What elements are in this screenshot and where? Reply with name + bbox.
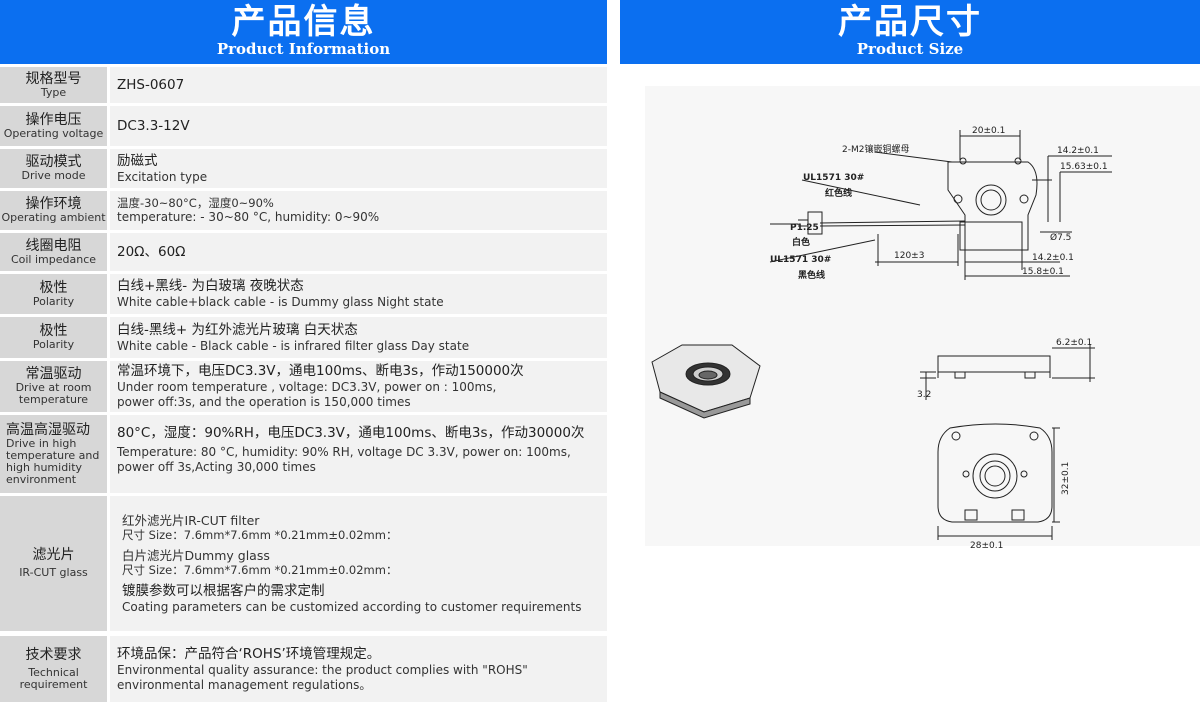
spec-label: 操作电压 Operating voltage xyxy=(0,106,107,146)
dim-3-2: 3.2 xyxy=(917,390,931,400)
product-size-banner: 产品尺寸 Product Size xyxy=(620,0,1200,64)
spec-label: 常温驱动 Drive at room temperature xyxy=(0,361,107,412)
spec-value: 励磁式 Excitation type xyxy=(110,149,607,188)
spec-row-operating-ambient: 操作环境 Operating ambient 温度-30~80°C，湿度0~90… xyxy=(0,191,607,230)
spec-label: 驱动模式 Drive mode xyxy=(0,149,107,188)
dim-32: 32±0.1 xyxy=(1061,462,1071,495)
spec-value: 20Ω、60Ω xyxy=(110,233,607,271)
label-p125: P1.25 xyxy=(790,223,819,233)
spec-label: 滤光片 IR-CUT glass xyxy=(0,496,107,631)
spec-value: 红外滤光片IR-CUT filter 尺寸 Size：7.6mm*7.6mm *… xyxy=(110,496,607,631)
banner-title-en: Product Size xyxy=(856,40,964,58)
dim-14-2-bottom: 14.2±0.1 xyxy=(1032,253,1074,263)
dim-14-2-top: 14.2±0.1 xyxy=(1057,146,1099,156)
spec-value: 常温环境下，电压DC3.3V，通电100ms、断电3s，作动150000次 Un… xyxy=(110,361,607,412)
spec-value: 温度-30~80°C，湿度0~90% temperature: - 30~80 … xyxy=(110,191,607,230)
dim-d7-5: Ø7.5 xyxy=(1050,232,1071,243)
side-view-drawing xyxy=(920,344,1095,400)
label-nut: 2-M2镶嵌铜螺母 xyxy=(842,143,909,155)
bottom-view-drawing xyxy=(937,423,1060,540)
label-black: 黑色线 xyxy=(798,269,825,281)
spec-value: 环境品保：产品符合‘ROHS’环境管理规定。 Environmental qua… xyxy=(110,636,607,702)
dim-20: 20±0.1 xyxy=(972,126,1005,136)
spec-label: 极性 Polarity xyxy=(0,274,107,314)
dimension-drawing: 2-M2镶嵌铜螺母 UL1571 30# 红色线 P1.25 白色 UL1571… xyxy=(651,126,1112,551)
banner-title-cn: 产品信息 xyxy=(231,2,376,42)
spec-row-technical-requirement: 技术要求 Technical requirement 环境品保：产品符合‘ROH… xyxy=(0,636,607,702)
banner-title-en: Product Information xyxy=(216,40,391,58)
dimension-drawing-area xyxy=(645,86,1200,546)
spec-label: 线圈电阻 Coil impedance xyxy=(0,233,107,271)
spec-row-coil-impedance: 线圈电阻 Coil impedance 20Ω、60Ω xyxy=(0,233,607,271)
spec-row-high-temperature: 高温高湿驱动 Drive in high temperature and hig… xyxy=(0,415,607,493)
banner-title-cn: 产品尺寸 xyxy=(838,2,982,42)
spec-row-polarity-night: 极性 Polarity 白线+黑线- 为白玻璃 夜晚状态 White cable… xyxy=(0,274,607,314)
label-white: 白色 xyxy=(792,236,810,248)
isometric-view-drawing xyxy=(651,344,761,419)
spec-row-type: 规格型号 Type ZHS-0607 xyxy=(0,67,607,103)
spec-row-operating-voltage: 操作电压 Operating voltage DC3.3-12V xyxy=(0,106,607,146)
spec-row-room-temperature: 常温驱动 Drive at room temperature 常温环境下，电压D… xyxy=(0,361,607,412)
spec-row-ircut-glass: 滤光片 IR-CUT glass 红外滤光片IR-CUT filter 尺寸 S… xyxy=(0,496,607,631)
spec-label: 极性 Polarity xyxy=(0,317,107,358)
dim-15-63: 15.63±0.1 xyxy=(1060,162,1108,172)
spec-row-drive-mode: 驱动模式 Drive mode 励磁式 Excitation type xyxy=(0,149,607,188)
top-view-drawing xyxy=(769,130,1112,280)
spec-value: 80°C，湿度：90%RH，电压DC3.3V，通电100ms、断电3s，作动30… xyxy=(110,415,607,493)
spec-value: ZHS-0607 xyxy=(110,67,607,103)
label-wire-red: UL1571 30# xyxy=(803,173,864,183)
product-information-banner: 产品信息 Product Information xyxy=(0,0,607,64)
dim-15-8: 15.8±0.1 xyxy=(1022,267,1064,277)
spec-value: DC3.3-12V xyxy=(110,106,607,146)
spec-label: 高温高湿驱动 Drive in high temperature and hig… xyxy=(0,415,107,493)
spec-label: 技术要求 Technical requirement xyxy=(0,636,107,702)
label-red: 红色线 xyxy=(825,187,852,199)
spec-row-polarity-day: 极性 Polarity 白线-黑线+ 为红外滤光片玻璃 白天状态 White c… xyxy=(0,317,607,358)
spec-label: 操作环境 Operating ambient xyxy=(0,191,107,230)
spec-value: 白线-黑线+ 为红外滤光片玻璃 白天状态 White cable - Black… xyxy=(110,317,607,358)
product-size-panel: 产品尺寸 Product Size xyxy=(620,0,1200,711)
spec-label: 规格型号 Type xyxy=(0,67,107,103)
product-information-panel: 产品信息 Product Information 规格型号 Type ZHS-0… xyxy=(0,0,607,702)
label-wire-black: UL1571 30# xyxy=(770,255,831,265)
dim-28: 28±0.1 xyxy=(970,541,1003,551)
dim-6-2: 6.2±0.1 xyxy=(1056,338,1092,348)
dim-120: 120±3 xyxy=(894,251,924,261)
spec-value: 白线+黑线- 为白玻璃 夜晚状态 White cable+black cable… xyxy=(110,274,607,314)
